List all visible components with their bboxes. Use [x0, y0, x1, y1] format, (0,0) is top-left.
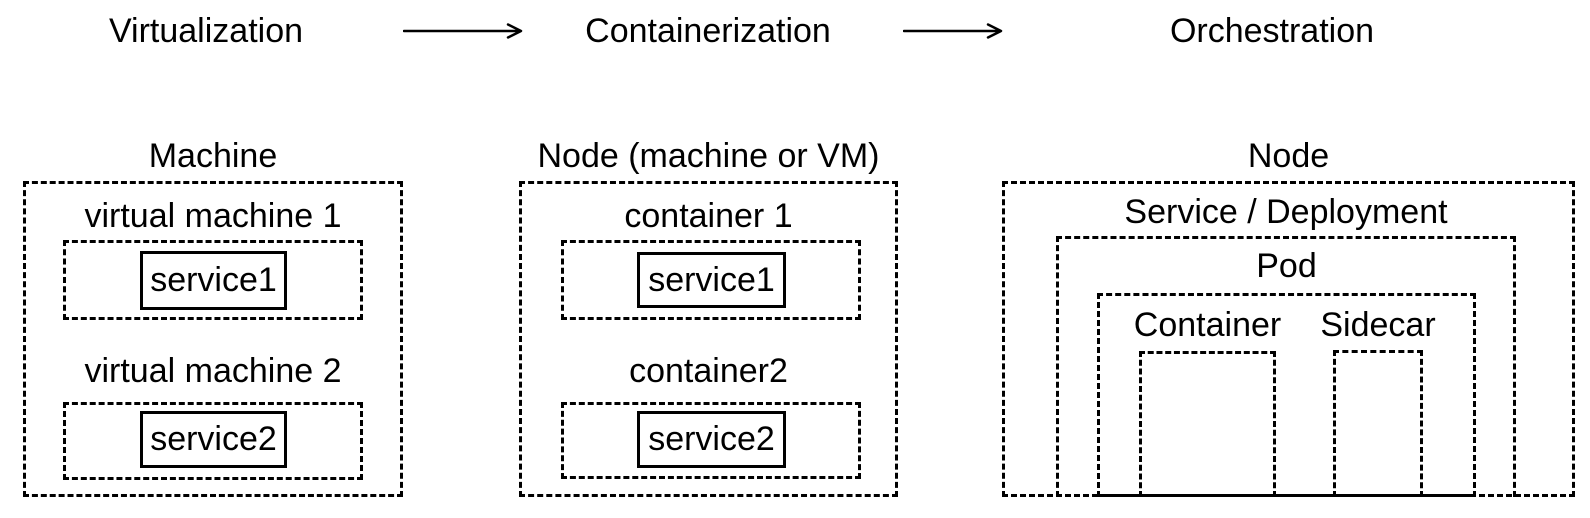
- vm1-label: virtual machine 1: [84, 197, 342, 235]
- node-machine-or-vm-box: [519, 181, 898, 497]
- machine-box: [23, 181, 403, 497]
- stage-title-orchestration: Orchestration: [1169, 12, 1375, 50]
- pod-bottom-line: [1097, 494, 1476, 497]
- pod-container-label: Container: [1133, 306, 1282, 344]
- container2-box: [561, 402, 861, 479]
- pod-container-box: [1139, 351, 1276, 497]
- sidecar-box: [1333, 350, 1423, 497]
- stage-title-virtualization: Virtualization: [108, 12, 304, 50]
- service-deployment-box: [1056, 236, 1516, 497]
- sidecar-label: Sidecar: [1320, 306, 1436, 344]
- vm1-service-box: service1: [140, 251, 287, 310]
- vm2-service-box: service2: [140, 411, 287, 468]
- node-title: Node: [1247, 137, 1330, 175]
- container2-service-box: service2: [637, 411, 786, 468]
- vm2-label: virtual machine 2: [84, 352, 342, 390]
- pod-label: Pod: [1256, 247, 1317, 285]
- arrow-containerization-to-orchestration-icon: [903, 23, 1003, 39]
- pod-box: [1097, 293, 1476, 497]
- container1-label: container 1: [624, 197, 793, 235]
- machine-title: Machine: [148, 137, 278, 175]
- service-deployment-label: Service / Deployment: [1124, 193, 1448, 231]
- arrow-virtualization-to-containerization-icon: [403, 23, 523, 39]
- container1-service-box: service1: [637, 252, 786, 308]
- vm2-box: [63, 402, 363, 480]
- stage-title-containerization: Containerization: [585, 12, 831, 50]
- container1-box: [561, 240, 861, 320]
- node-machine-or-vm-title: Node (machine or VM): [537, 137, 880, 175]
- container2-label: container2: [629, 352, 788, 390]
- vm1-box: [63, 240, 363, 320]
